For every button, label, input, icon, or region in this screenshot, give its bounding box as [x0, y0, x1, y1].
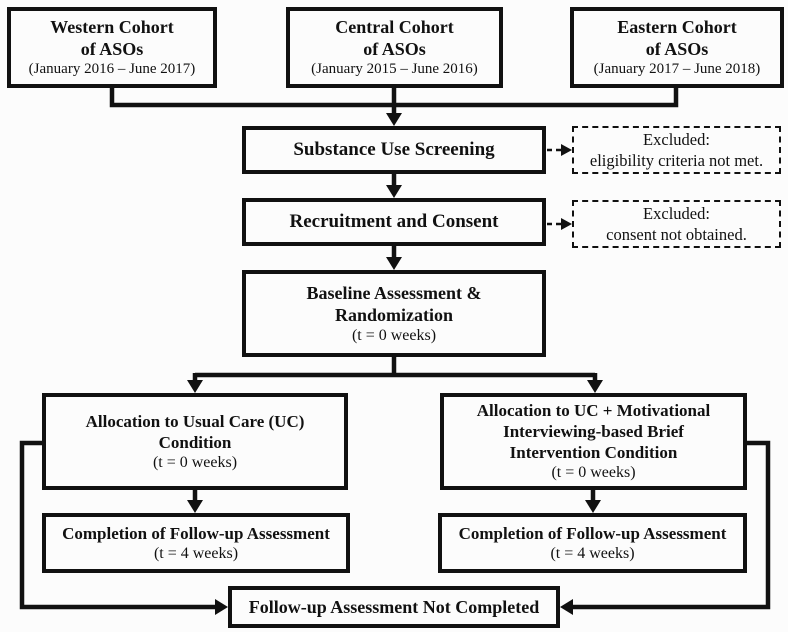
arrowhead-into-excluded-consent	[561, 218, 572, 230]
arrowhead-into-allocation-uc	[187, 380, 203, 393]
arrowhead-into-allocation-mi	[587, 380, 603, 393]
excluded-eligibility-box: Excluded: eligibility criteria not met.	[572, 126, 781, 174]
allocation-uc-line1: Allocation to Usual Care (UC)	[85, 411, 305, 431]
arrowhead-into-completion-mi	[585, 500, 601, 513]
allocation-mi-line1: Allocation to UC + Motivational	[476, 401, 711, 420]
arrowhead-into-excluded-screening	[561, 144, 572, 156]
western-cohort-period: (January 2016 – June 2017)	[28, 61, 196, 77]
connector-mi-bypass	[572, 440, 771, 610]
substance-screening-label: Substance Use Screening	[293, 139, 495, 160]
excluded-consent-box: Excluded: consent not obtained.	[572, 200, 781, 248]
connector-randomization-split	[192, 357, 598, 382]
eastern-cohort-title: Eastern Cohort	[617, 17, 737, 37]
excluded-eligibility-line2: eligibility criteria not met.	[589, 151, 764, 170]
allocation-mi-box: Allocation to UC + Motivational Intervie…	[440, 393, 747, 490]
allocation-uc-box: Allocation to Usual Care (UC) Condition …	[42, 393, 348, 490]
excluded-consent-line1: Excluded:	[643, 204, 710, 223]
arrowhead-into-completion-uc	[187, 500, 203, 513]
arrowhead-into-screening	[386, 113, 402, 126]
not-completed-label: Follow-up Assessment Not Completed	[248, 597, 540, 617]
excluded-consent-line2: consent not obtained.	[606, 225, 747, 244]
baseline-time: (t = 0 weeks)	[351, 326, 437, 344]
central-cohort-period: (January 2015 – June 2016)	[311, 61, 478, 77]
arrowhead-into-baseline	[386, 257, 402, 270]
recruitment-consent-box: Recruitment and Consent	[242, 198, 546, 246]
eastern-cohort-box: Eastern Cohort of ASOs (January 2017 – J…	[570, 7, 784, 88]
central-cohort-title: Central Cohort	[335, 17, 454, 37]
arrowhead-left-into-not-completed	[215, 599, 228, 615]
not-completed-box: Follow-up Assessment Not Completed	[228, 586, 560, 628]
completion-uc-line1: Completion of Follow-up Assessment	[62, 523, 330, 543]
substance-screening-box: Substance Use Screening	[242, 126, 546, 174]
central-cohort-title2: of ASOs	[363, 39, 426, 59]
completion-mi-box: Completion of Follow-up Assessment (t = …	[438, 513, 747, 573]
baseline-randomization-box: Baseline Assessment & Randomization (t =…	[242, 270, 546, 357]
western-cohort-box: Western Cohort of ASOs (January 2016 – J…	[7, 7, 217, 88]
completion-uc-time: (t = 4 weeks)	[153, 544, 239, 562]
eastern-cohort-title2: of ASOs	[645, 39, 709, 59]
connector-uc-bypass	[19, 440, 216, 610]
completion-mi-time: (t = 4 weeks)	[550, 544, 635, 562]
arrowhead-right-into-not-completed	[560, 599, 573, 615]
completion-uc-box: Completion of Follow-up Assessment (t = …	[42, 513, 350, 573]
western-cohort-title2: of ASOs	[80, 39, 144, 59]
completion-mi-line1: Completion of Follow-up Assessment	[458, 523, 727, 543]
allocation-uc-time: (t = 0 weeks)	[152, 453, 238, 471]
arrowhead-into-recruitment	[386, 185, 402, 198]
eastern-cohort-period: (January 2017 – June 2018)	[593, 61, 761, 77]
central-cohort-box: Central Cohort of ASOs (January 2015 – J…	[286, 7, 503, 88]
western-cohort-title: Western Cohort	[50, 17, 174, 37]
baseline-line2: Randomization	[334, 304, 453, 325]
excluded-eligibility-line1: Excluded:	[643, 130, 710, 149]
allocation-mi-time: (t = 0 weeks)	[551, 464, 636, 481]
allocation-mi-line3: Intervention Condition	[509, 443, 678, 462]
allocation-uc-line2: Condition	[158, 432, 232, 452]
baseline-line1: Baseline Assessment &	[306, 282, 482, 303]
allocation-mi-line2: Interviewing-based Brief	[503, 422, 684, 441]
recruitment-consent-label: Recruitment and Consent	[289, 211, 499, 232]
